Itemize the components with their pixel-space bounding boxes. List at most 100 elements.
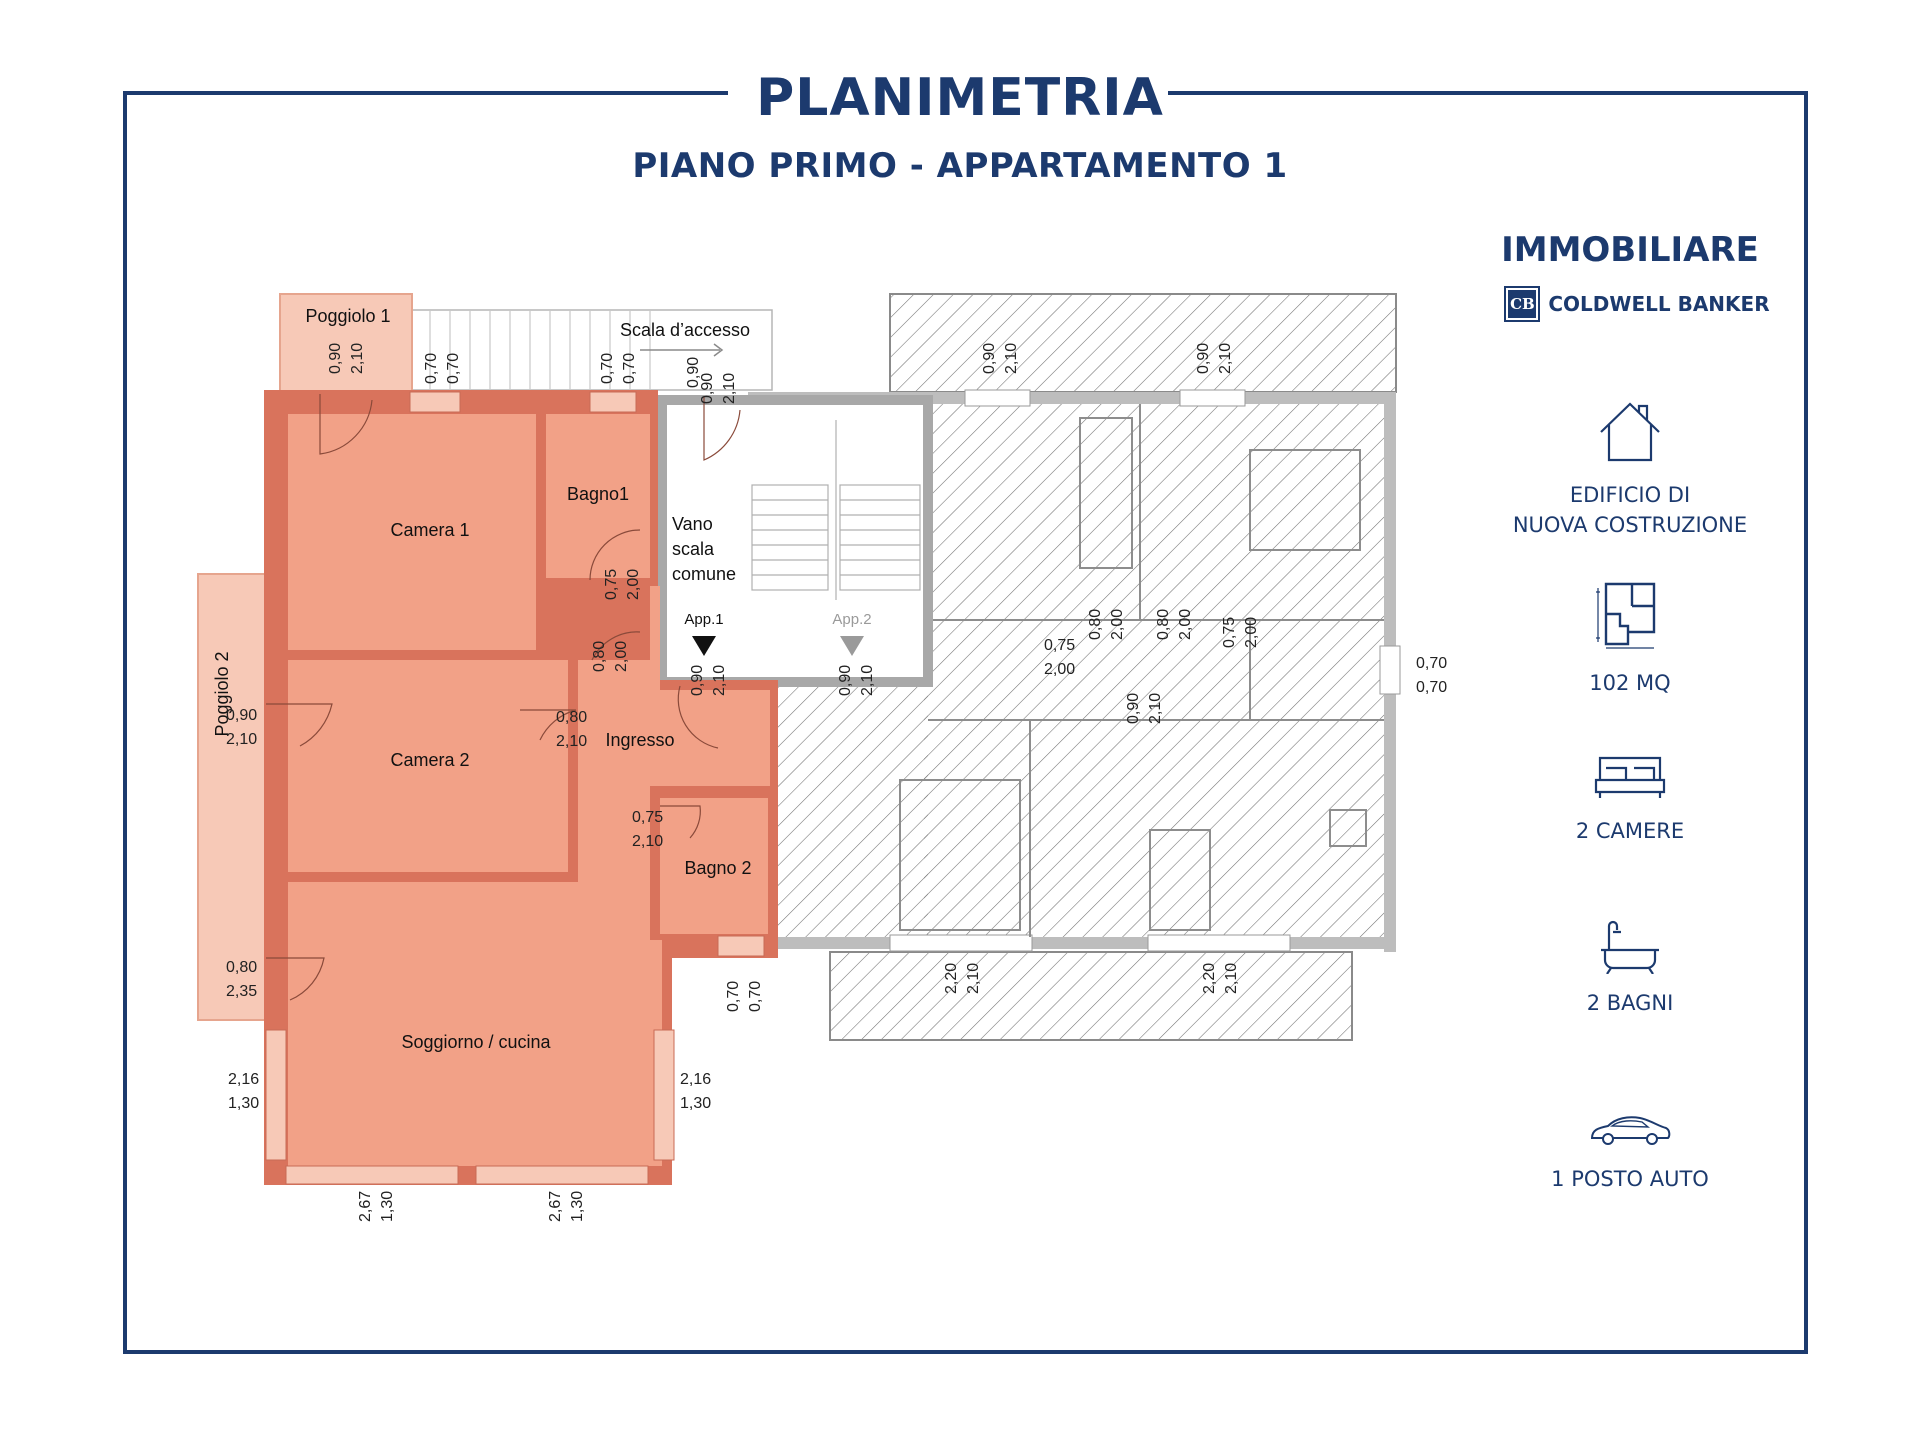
room-camera-1 <box>288 414 536 650</box>
dim-b1-w: 0,75 <box>603 569 620 600</box>
apartment-1 <box>264 390 778 1185</box>
dim-r-d5-h: 2,10 <box>1147 693 1164 724</box>
app2-partitions <box>899 404 1384 937</box>
dim-ent-w: 0,90 <box>689 665 706 696</box>
coldwell-banker-logo-icon: CB <box>1504 286 1541 322</box>
dim-ent2-h: 2,10 <box>859 665 876 696</box>
label-camera-1: Camera 1 <box>390 520 469 540</box>
dim-r-side-h: 0,70 <box>1416 679 1447 696</box>
common-stairwell <box>657 395 933 687</box>
window-right <box>653 1029 675 1161</box>
car-icon <box>1590 1116 1671 1145</box>
window-left <box>265 1029 287 1161</box>
dim-wb2-w: 2,67 <box>547 1191 564 1222</box>
dim-wl-w: 2,16 <box>228 1071 259 1088</box>
dim-r-bot2-w: 2,20 <box>1201 963 1218 994</box>
dim-r-d4-w: 0,75 <box>1221 617 1238 648</box>
room-bagno-1 <box>546 414 650 578</box>
dim-w1-w: 0,70 <box>423 353 440 384</box>
room-soggiorno-bottom <box>288 940 662 1166</box>
feature-new-building-line1: EDIFICIO DI <box>1569 483 1691 507</box>
dim-r-side-w: 0,70 <box>1416 655 1447 672</box>
app2-window-bottom-1 <box>889 934 1033 952</box>
dim-i1-h: 2,00 <box>613 641 630 672</box>
dim-r-d5-w: 0,90 <box>1125 693 1142 724</box>
feature-bathrooms-label: 2 BAGNI <box>1586 991 1674 1015</box>
frame-top-right <box>1168 91 1808 95</box>
dim-p1-w: 0,90 <box>327 343 344 374</box>
dim-sc-w: 0,90 <box>685 357 702 388</box>
dim-p2-h: 2,10 <box>226 731 257 748</box>
app2-wall-bottom <box>778 937 1396 949</box>
floorplan-icon <box>1596 582 1656 649</box>
window-camera-1 <box>409 391 461 413</box>
dim-r-bot1-w: 2,20 <box>943 963 960 994</box>
dim-r-d1-h: 2,00 <box>1044 661 1075 678</box>
feature-new-building-label: EDIFICIO DI NUOVA COSTRUZIONE <box>1480 480 1780 540</box>
label-bagno-1: Bagno1 <box>567 484 629 504</box>
window-bottom-1 <box>285 1165 459 1185</box>
brand-agency-name: COLDWELL BANKER <box>1548 292 1770 316</box>
feature-parking-label: 1 POSTO AUTO <box>1551 1167 1709 1191</box>
label-poggiolo-1: Poggiolo 1 <box>305 306 390 326</box>
dim-sc-w2: 0,90 <box>699 373 716 404</box>
page-title: PLANIMETRIA <box>756 68 1164 128</box>
app2-window-side <box>1379 645 1401 695</box>
app2-main <box>924 392 1396 947</box>
app2-top-balcony <box>889 293 1397 393</box>
balcony-2 <box>197 573 269 1021</box>
door-swings <box>266 394 741 1001</box>
feature-area: 102 MQ <box>1480 578 1780 698</box>
window-bottom-2 <box>475 1165 649 1185</box>
dim-r-bot1-h: 2,10 <box>965 963 982 994</box>
dim-c2-h: 2,10 <box>556 733 587 750</box>
dim-c2-w: 0,80 <box>556 709 587 726</box>
dim-r-d2-w: 0,80 <box>1087 609 1104 640</box>
frame-top-left <box>123 91 728 95</box>
dim-r-bot2-h: 2,10 <box>1223 963 1240 994</box>
frame-left <box>123 91 127 1354</box>
dim-sc-h: 2,10 <box>721 373 738 404</box>
dim-wb1-w: 2,67 <box>357 1191 374 1222</box>
dim-b2-h: 2,10 <box>632 833 663 850</box>
dim-wb2-h: 1,30 <box>569 1191 586 1222</box>
dim-i1-w: 0,80 <box>591 641 608 672</box>
label-scala-accesso: Scala d’accesso <box>620 320 750 340</box>
dim-r-d1-w: 0,75 <box>1044 637 1075 654</box>
feature-area-label: 102 MQ <box>1589 671 1671 695</box>
label-poggiolo-2: Poggiolo 2 <box>212 651 232 736</box>
feature-parking: 1 POSTO AUTO <box>1480 1110 1780 1194</box>
app-1-marker-icon <box>692 636 716 656</box>
dim-w2-w: 0,70 <box>599 353 616 384</box>
dim-p1-h: 2,10 <box>349 343 366 374</box>
app2-window-bottom-2 <box>1147 934 1291 952</box>
app-2-marker-icon <box>840 636 864 656</box>
dim-sg-h: 2,35 <box>226 983 257 1000</box>
feature-bedrooms: 2 CAMERE <box>1480 750 1780 846</box>
dim-r-d3-h: 2,00 <box>1177 609 1194 640</box>
balcony-1 <box>279 293 413 395</box>
label-bagno-2: Bagno 2 <box>684 858 751 878</box>
feature-bathrooms: 2 BAGNI <box>1480 920 1780 1018</box>
label-soggiorno: Soggiorno / cucina <box>401 1032 551 1052</box>
brand-agency: CB COLDWELL BANKER <box>1492 286 1782 322</box>
bathtub-icon <box>1601 920 1659 974</box>
feature-new-building: EDIFICIO DI NUOVA COSTRUZIONE <box>1480 396 1780 540</box>
feature-new-building-line2: NUOVA COSTRUZIONE <box>1512 513 1748 537</box>
label-ingresso: Ingresso <box>605 730 674 750</box>
brand-name: IMMOBILIARE <box>1501 230 1759 270</box>
frame-bottom <box>123 1350 1808 1354</box>
dim-b2-w: 0,75 <box>632 809 663 826</box>
window-bagno-2 <box>717 935 765 957</box>
dim-wr-h: 1,30 <box>680 1095 711 1112</box>
label-camera-2: Camera 2 <box>390 750 469 770</box>
dim-wl-h: 1,30 <box>228 1095 259 1112</box>
label-vano-3: comune <box>672 564 736 584</box>
dim-sg-w: 0,80 <box>226 959 257 976</box>
room-ingresso <box>578 586 770 916</box>
dim-wr-w: 2,16 <box>680 1071 711 1088</box>
dim-r-top1-w: 0,90 <box>981 343 998 374</box>
room-bagno-2 <box>660 798 768 934</box>
access-stair-steps <box>429 310 651 390</box>
